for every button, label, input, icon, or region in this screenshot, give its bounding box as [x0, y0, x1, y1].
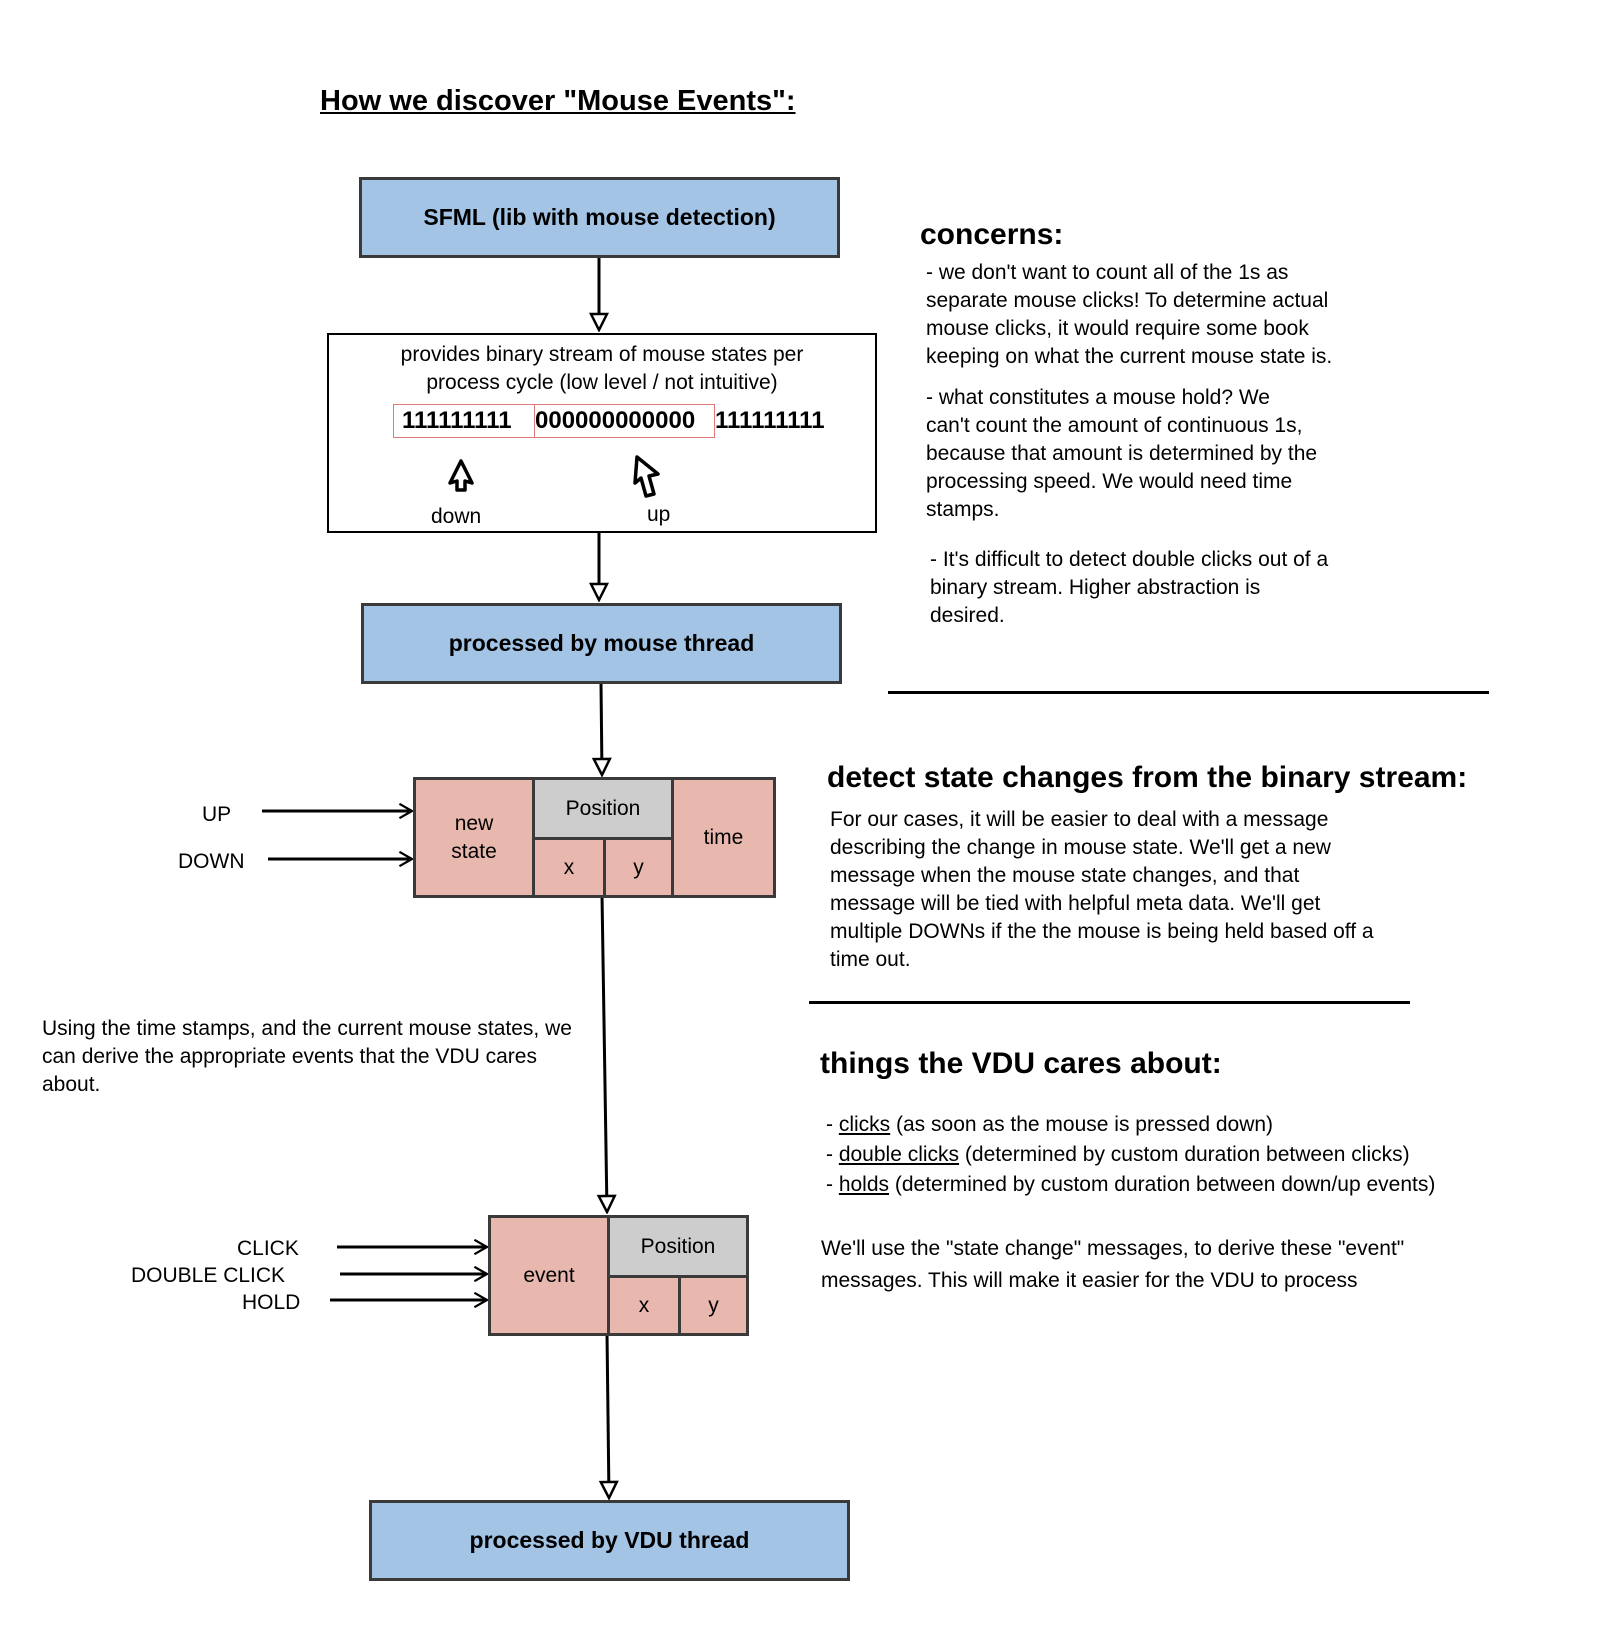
- event-position-header: Position: [607, 1215, 749, 1278]
- list-item: - holds (determined by custom duration b…: [826, 1173, 1436, 1196]
- concern-2: - what constitutes a mouse hold? We can'…: [926, 386, 1318, 521]
- binary-stream-box: provides binary stream of mouse states p…: [327, 333, 877, 533]
- vdu-cares-list: - clicks (as soon as the mouse is presse…: [826, 1110, 1435, 1200]
- cursor-pointer-icon: [633, 455, 660, 498]
- event-x-field: x: [607, 1275, 681, 1336]
- event-y-field: y: [678, 1275, 749, 1336]
- input-hold-label: HOLD: [242, 1291, 301, 1314]
- input-up-label: UP: [202, 803, 232, 826]
- new-state-field: new state: [413, 777, 535, 898]
- concern-1: - we don't want to count all of the 1s a…: [926, 261, 1333, 368]
- state-x-field: x: [532, 837, 606, 898]
- divider-1: [888, 691, 1489, 694]
- bits-ones-highlight: 111111111: [393, 404, 535, 438]
- time-field: time: [671, 777, 776, 898]
- input-click-label: CLICK: [237, 1237, 299, 1260]
- down-pointer-icon: [448, 459, 474, 492]
- down-label: down: [431, 505, 482, 528]
- sfml-box: SFML (lib with mouse detection): [359, 177, 840, 258]
- arrow-event-to-vdu-thread: [607, 1332, 609, 1498]
- input-double-click-label: DOUBLE CLICK: [131, 1264, 286, 1287]
- derive-events-note: Using the time stamps, and the current m…: [42, 1017, 572, 1096]
- vdu-cares-closing: We'll use the "state change" messages, t…: [821, 1237, 1405, 1292]
- concerns-heading: concerns:: [920, 218, 1064, 251]
- double-clicks-term: double clicks: [838, 1143, 960, 1166]
- state-changes-heading: detect state changes from the binary str…: [827, 761, 1468, 794]
- vdu-cares-heading: things the VDU cares about:: [820, 1047, 1222, 1080]
- up-label: up: [647, 503, 671, 526]
- vdu-thread-box: processed by VDU thread: [369, 1500, 850, 1581]
- stream-description-line1: provides binary stream of mouse states p…: [400, 343, 804, 366]
- arrow-mouse-thread-to-state: [601, 682, 602, 775]
- bits-ones-tail: 111111111: [715, 407, 825, 434]
- state-y-field: y: [603, 837, 674, 898]
- binary-bits: 111111111 000000000000 111111111: [393, 404, 825, 438]
- clicks-term: clicks: [838, 1113, 891, 1136]
- state-changes-body: For our cases, it will be easier to deal…: [830, 808, 1374, 971]
- holds-term: holds: [838, 1173, 890, 1196]
- input-down-label: DOWN: [178, 850, 245, 873]
- event-field: event: [488, 1215, 610, 1336]
- list-item: - clicks (as soon as the mouse is presse…: [826, 1113, 1274, 1136]
- list-item: - double clicks (determined by custom du…: [826, 1143, 1410, 1166]
- concern-3: - It's difficult to detect double clicks…: [930, 548, 1329, 627]
- stream-description-line2: process cycle (low level / not intuitive…: [426, 371, 778, 394]
- mouse-thread-box: processed by mouse thread: [361, 603, 842, 684]
- state-position-header: Position: [532, 777, 674, 840]
- bits-zeros-highlight: 000000000000: [535, 404, 715, 438]
- arrow-state-to-event: [602, 894, 607, 1212]
- page-title: How we discover "Mouse Events":: [320, 85, 796, 117]
- divider-2: [809, 1001, 1410, 1004]
